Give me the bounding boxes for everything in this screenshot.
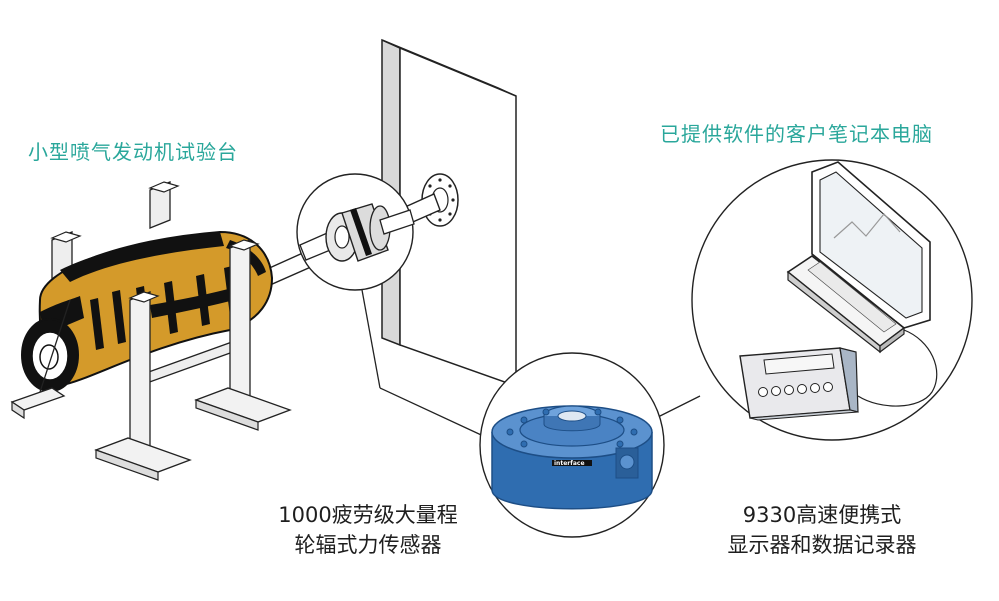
- display-label-line2: 显示器和数据记录器: [727, 533, 917, 557]
- display-label-line1: 9330高速便携式: [742, 503, 902, 527]
- laptop-icon: [786, 161, 931, 354]
- load-cell-detail-circle: interface: [479, 352, 665, 538]
- load-cell-label: 1000疲劳级大量程 轮辐式力传感器: [258, 500, 478, 560]
- load-cell-icon: interface: [491, 405, 653, 510]
- jet-engine-test-stand: [10, 181, 292, 481]
- display-label: 9330高速便携式 显示器和数据记录器: [712, 500, 932, 560]
- load-cell-logo: interface: [554, 460, 585, 467]
- load-cell-label-line1: 1000疲劳级大量程: [278, 503, 458, 527]
- equipment-detail-circle: [691, 159, 973, 441]
- front-stand-left: [10, 291, 192, 481]
- inline-load-cell-circle: [296, 173, 415, 291]
- load-cell-label-line2: 轮辐式力传感器: [294, 533, 442, 557]
- laptop-label: 已提供软件的客户笔记本电脑: [660, 122, 933, 146]
- engine-test-stand-label: 小型喷气发动机试验台: [28, 140, 238, 164]
- leader-lines: [361, 289, 701, 441]
- data-logger-icon: [739, 347, 859, 421]
- front-stand-right: [194, 239, 292, 431]
